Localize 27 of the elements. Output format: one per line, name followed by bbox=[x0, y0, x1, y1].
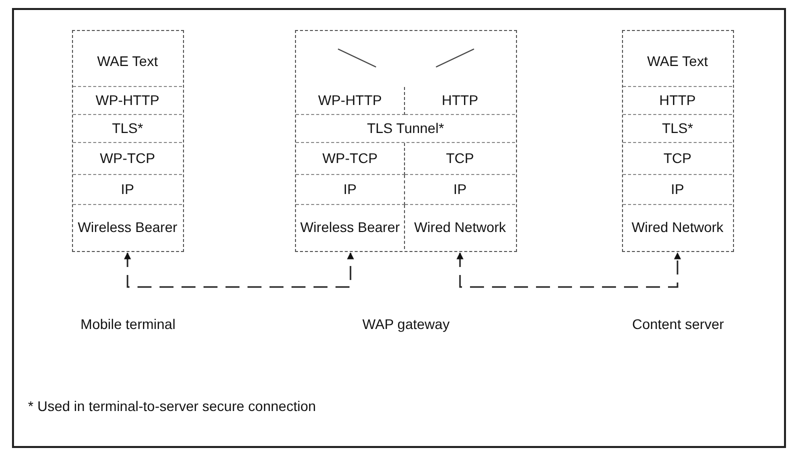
protocol-layer: TLS Tunnel* bbox=[296, 115, 515, 143]
protocol-layer: Wireless Bearer bbox=[296, 205, 405, 249]
protocol-layer: HTTP bbox=[405, 87, 515, 115]
protocol-layer: TCP bbox=[405, 143, 515, 175]
protocol-layer: WP-HTTP bbox=[73, 87, 182, 115]
protocol-layer: TLS* bbox=[73, 115, 182, 143]
protocol-layer: Wired Network bbox=[623, 205, 732, 249]
protocol-layer: TLS* bbox=[623, 115, 732, 143]
connection-line bbox=[456, 252, 681, 288]
stack-label: Mobile terminal bbox=[80, 316, 176, 332]
protocol-layer: IP bbox=[73, 175, 182, 205]
protocol-layer: WP-TCP bbox=[73, 143, 182, 175]
protocol-layer: Wired Network bbox=[405, 205, 515, 249]
connection-line bbox=[124, 252, 354, 288]
protocol-layer: Wireless Bearer bbox=[73, 205, 182, 249]
protocol-layer: WP-HTTP bbox=[296, 87, 405, 115]
protocol-layer: IP bbox=[623, 175, 732, 205]
protocol-layer: IP bbox=[296, 175, 405, 205]
stack-label: Content server bbox=[631, 316, 725, 332]
footnote: * Used in terminal-to-server secure connection bbox=[28, 398, 316, 414]
protocol-layer: TCP bbox=[623, 143, 732, 175]
protocol-layer: WP-TCP bbox=[296, 143, 405, 175]
protocol-layer: IP bbox=[405, 175, 515, 205]
protocol-layer: WAE Text bbox=[73, 37, 182, 87]
stack-label: WAP gateway bbox=[361, 316, 451, 332]
protocol-layer: HTTP bbox=[623, 87, 732, 115]
protocol-layer: WAE Text bbox=[623, 37, 732, 87]
